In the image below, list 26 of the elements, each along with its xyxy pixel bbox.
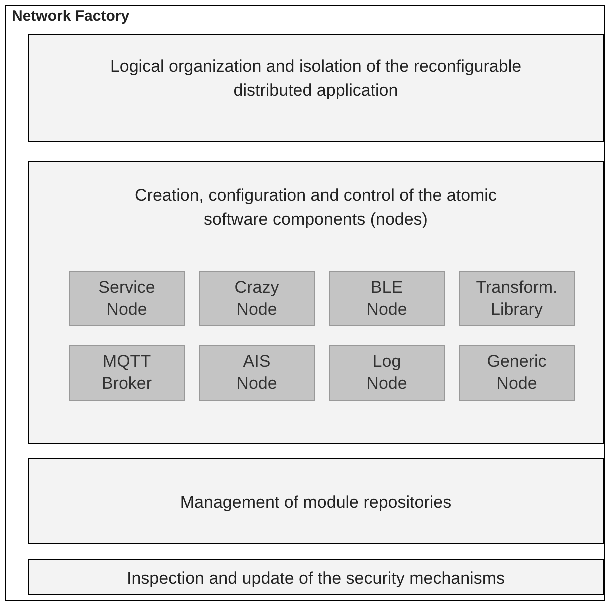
component-box [459,345,575,401]
frame-title: Network Factory [12,8,130,25]
layer-label: Logical organization and isolation of the reconfigurable distributed application [109,56,523,102]
component-label: MQTT Broker [102,351,152,395]
component-label: Log Node [366,351,408,395]
component-box [459,271,575,326]
layer-label: Management of module repositories [179,492,453,514]
component-label: Generic Node [487,351,547,395]
layer-panel [28,34,604,142]
component-label: Crazy Node [234,277,280,321]
layer-panel [28,458,604,544]
layer-label: Creation, configuration and control of the atomic software components (nodes) [134,185,498,231]
container-frame [5,5,605,601]
component-box [69,345,185,401]
layer-panel [28,559,604,595]
component-box [329,271,445,326]
component-box [329,345,445,401]
component-label: BLE Node [366,277,408,321]
component-label: Service Node [98,277,156,321]
layer-label: Inspection and update of the security mechanisms [126,568,506,590]
component-box [199,345,315,401]
component-label: Transform. Library [476,277,558,321]
component-label: AIS Node [236,351,278,395]
layer-panel [28,161,604,444]
component-box [69,271,185,326]
component-box [199,271,315,326]
